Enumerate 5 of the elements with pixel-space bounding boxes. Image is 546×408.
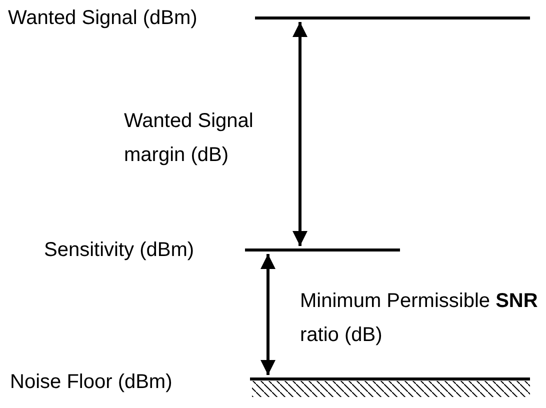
level-label: Noise Floor (dBm) xyxy=(10,370,172,395)
level-label: Wanted Signal (dBm) xyxy=(8,6,198,31)
margin-label: Wanted Signal margin (dB) xyxy=(124,109,254,168)
margin-label: Minimum Permissible SNR ratio (dB) xyxy=(300,289,539,348)
level-label: Sensitivity (dBm) xyxy=(44,238,194,263)
